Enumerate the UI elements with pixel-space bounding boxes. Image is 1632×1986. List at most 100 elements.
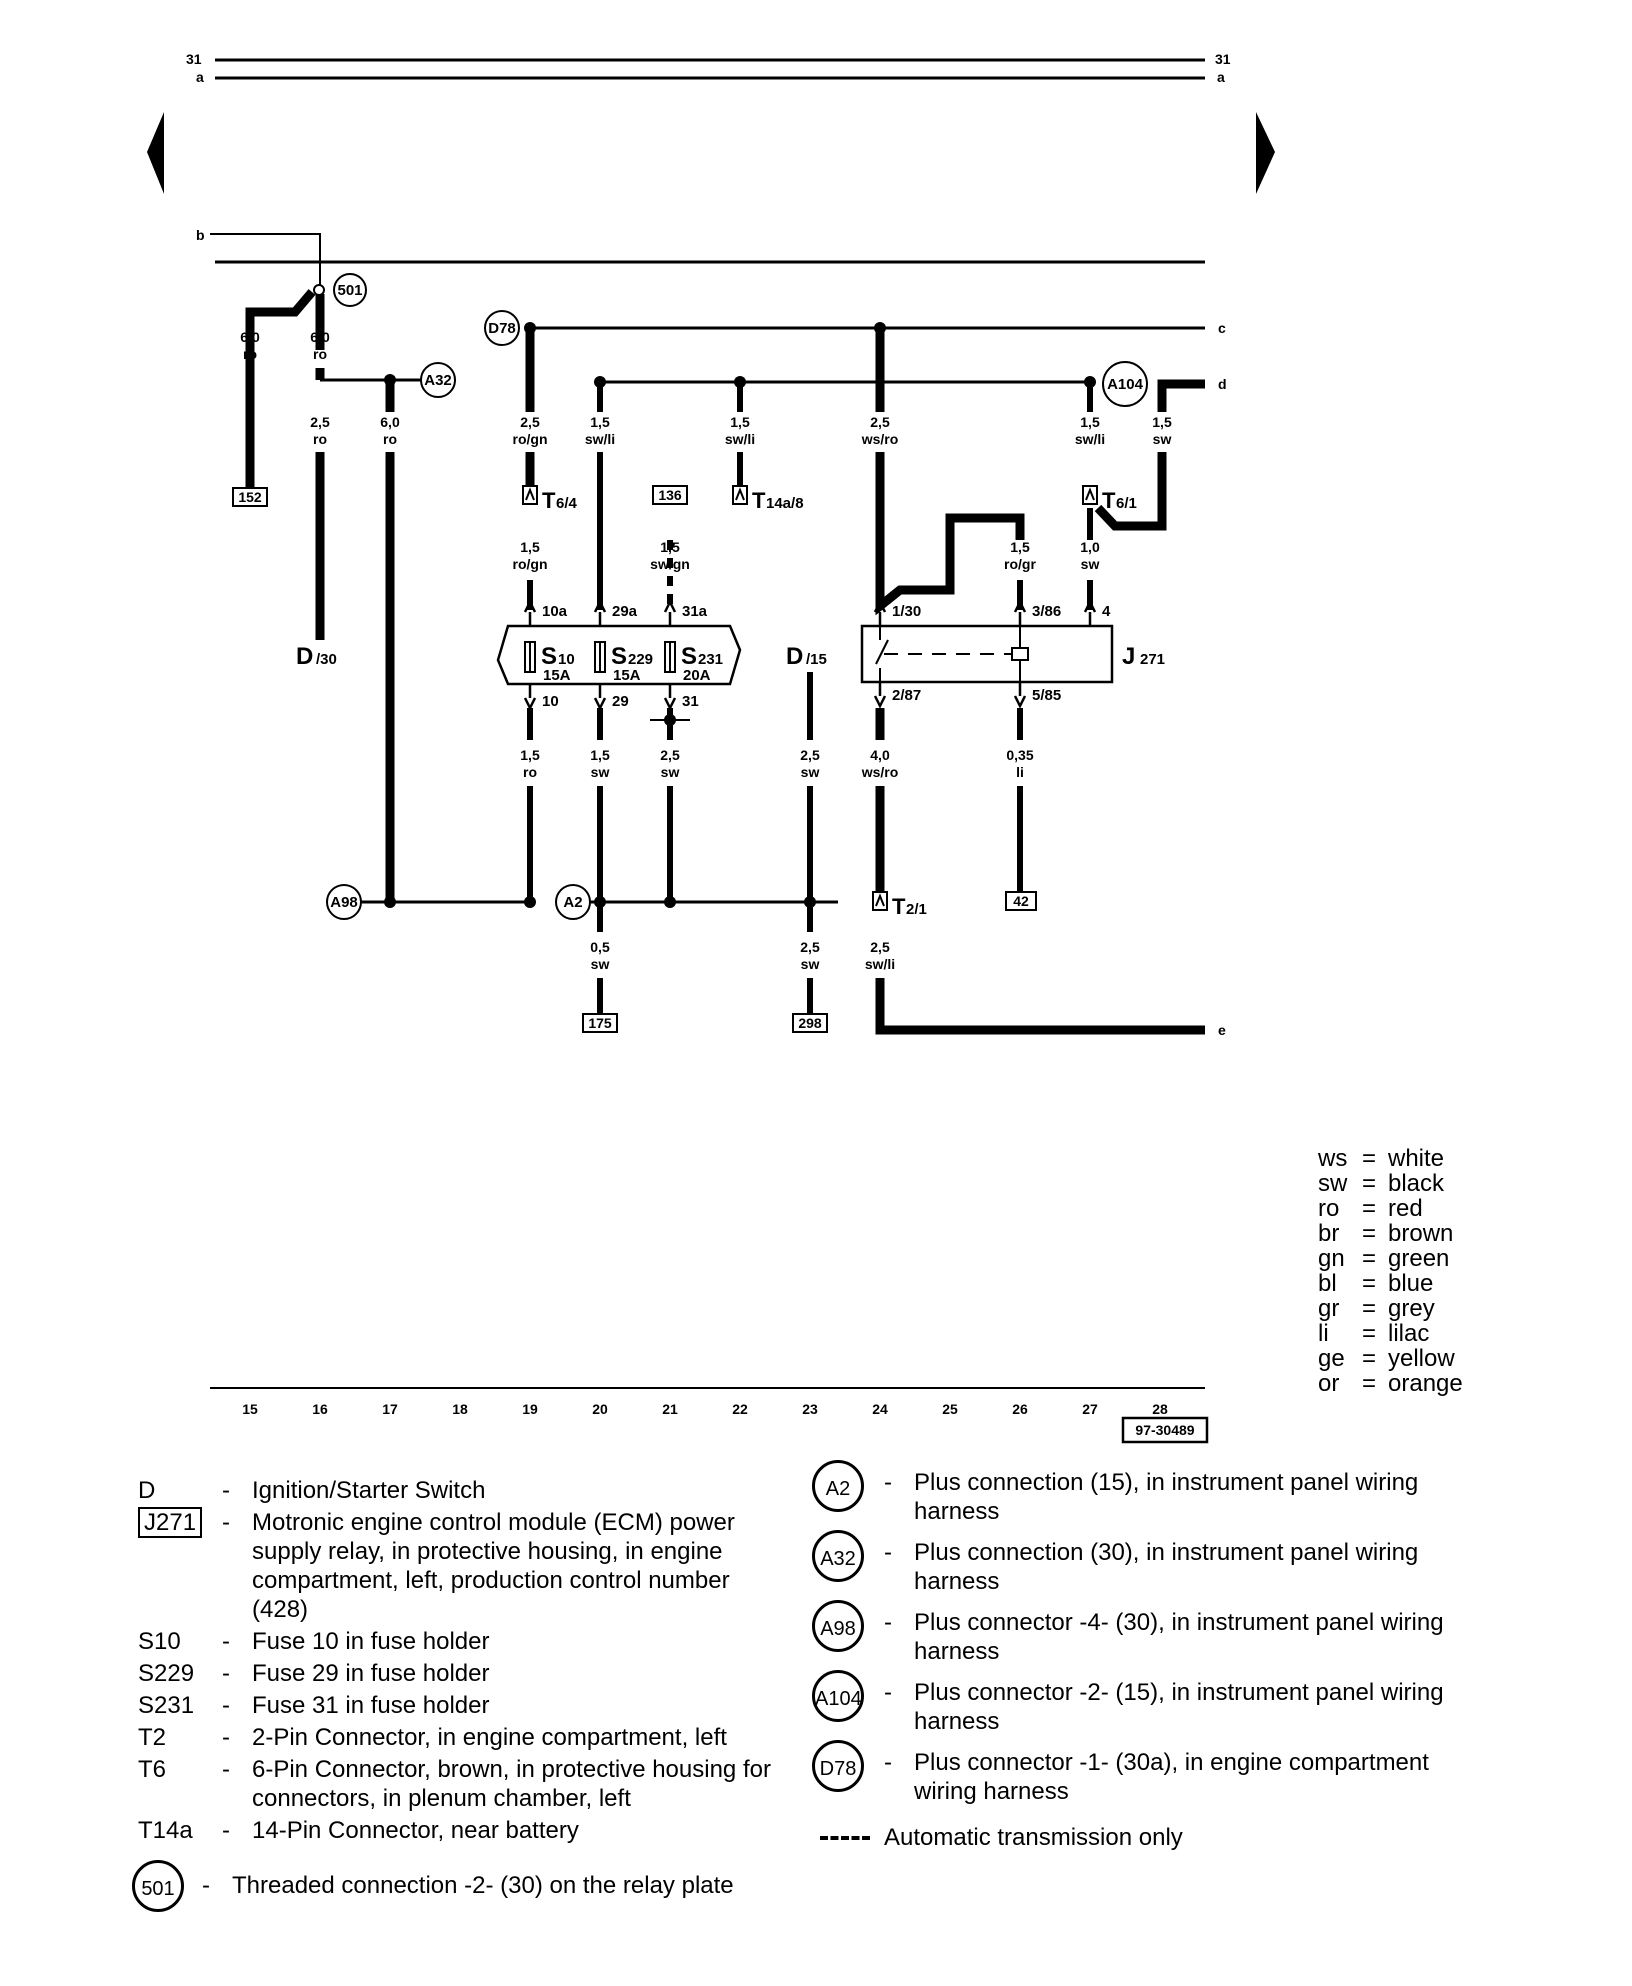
key-desc: Motronic engine control module (ECM) pow… xyxy=(252,1509,735,1623)
rail-d: d xyxy=(1157,376,1227,412)
legend-name: orange xyxy=(1388,1370,1463,1397)
wire-7-color: sw/li xyxy=(725,431,755,447)
legend-code: or xyxy=(1318,1370,1340,1397)
wire-19-size: 4,0 xyxy=(870,747,890,763)
key-code-text: S10 xyxy=(138,1628,181,1655)
key-dash: - xyxy=(222,1724,230,1751)
legend-eq: = xyxy=(1362,1320,1377,1347)
rail-c: c D78 xyxy=(484,310,1226,346)
track-number: 20 xyxy=(592,1401,608,1417)
rail-switched: A104 xyxy=(594,361,1148,407)
ref-box-152[interactable]: 152 xyxy=(232,487,268,507)
wire-1-size: 6,0 xyxy=(240,329,260,345)
key-code-text: J271 xyxy=(138,1507,203,1538)
key-right-circle: A32 xyxy=(812,1530,864,1582)
key-code: D xyxy=(138,1476,222,1505)
d15-letter: D xyxy=(786,643,803,670)
fuse-s229[interactable]: S 229 15A xyxy=(594,641,653,684)
s229-letter: S xyxy=(611,643,627,670)
legend-name: white xyxy=(1388,1145,1445,1172)
key-right-desc: Plus connection (30), in instrument pane… xyxy=(914,1539,1419,1595)
track-number: 22 xyxy=(732,1401,748,1417)
track-number: 24 xyxy=(872,1401,888,1417)
wire-17-size: 2,5 xyxy=(660,747,680,763)
auto-trans-text: Automatic transmission only xyxy=(884,1824,1183,1851)
connection-a104-circle xyxy=(1102,361,1148,407)
connector-t2-1[interactable]: T 2/1 xyxy=(872,891,927,919)
key-right-desc: Plus connection (15), in instrument pane… xyxy=(914,1469,1419,1525)
ignition-switch-d15: D /15 xyxy=(786,643,827,670)
legend-row: ro=red xyxy=(1318,1196,1463,1221)
key-501-circle: 501 xyxy=(132,1860,184,1912)
next-page-arrow-icon[interactable] xyxy=(1256,112,1275,194)
legend-row: bl=blue xyxy=(1318,1271,1463,1296)
wire-6-size: 1,5 xyxy=(590,414,610,430)
legend-name: yellow xyxy=(1388,1345,1455,1372)
wire-16-size: 1,5 xyxy=(590,747,610,763)
ref-box-298[interactable]: 298 xyxy=(792,1013,828,1033)
ref-152-label: 152 xyxy=(238,489,262,505)
key-right-item: D78-Plus connector -1- (30a), in engine … xyxy=(812,1740,1472,1806)
track-number: 19 xyxy=(522,1401,538,1417)
key-desc: Fuse 31 in fuse holder xyxy=(252,1692,490,1719)
connection-a32-circle xyxy=(420,362,456,398)
legend-name: black xyxy=(1388,1170,1445,1197)
previous-page-arrow-icon[interactable] xyxy=(147,112,164,194)
wire-16-color: sw xyxy=(591,764,610,780)
connector-t6-4[interactable]: T 6/4 xyxy=(522,485,578,513)
legend-eq: = xyxy=(1362,1170,1377,1197)
key-desc: Fuse 29 in fuse holder xyxy=(252,1660,490,1687)
wire-4-size: 6,0 xyxy=(380,414,400,430)
d30-letter: D xyxy=(296,643,313,670)
connection-501-label: 501 xyxy=(337,282,362,299)
wire-13-color: ro/gr xyxy=(1004,556,1036,572)
legend-eq: = xyxy=(1362,1245,1377,1272)
pin-5-85: 5/85 xyxy=(1032,687,1061,704)
ref-box-136[interactable]: 136 xyxy=(652,485,688,505)
track-number: 15 xyxy=(242,1401,258,1417)
ref-box-42[interactable]: 42 xyxy=(1005,891,1037,911)
connection-a2-label: A2 xyxy=(563,894,582,911)
fuse-holder: S 10 15A S 229 15A S 231 20A 10a 29a 31a… xyxy=(496,599,742,711)
s10-letter: S xyxy=(541,643,557,670)
wiring-diagram: 31 31 a a b 501 6,0 ro 6,0 ro 2,5 ro 6,0… xyxy=(147,51,1275,1444)
t14a-8-letter: T xyxy=(752,488,766,513)
wire-5-size: 2,5 xyxy=(520,414,540,430)
connection-a104-label: A104 xyxy=(1107,376,1144,393)
legend-code: gr xyxy=(1318,1295,1340,1322)
connector-t14a-8[interactable]: T 14a/8 xyxy=(732,485,804,513)
doc-number: 97-30489 xyxy=(1135,1422,1194,1438)
legend-eq: = xyxy=(1362,1220,1377,1247)
s231-letter: S xyxy=(681,643,697,670)
fuse-s10[interactable]: S 10 15A xyxy=(524,641,575,684)
key-desc: Ignition/Starter Switch xyxy=(252,1477,486,1504)
key-dash: - xyxy=(222,1692,230,1719)
key-code: T6 xyxy=(138,1755,222,1813)
legend-row: li=lilac xyxy=(1318,1321,1463,1346)
wire-11-size: 1,5 xyxy=(520,539,540,555)
wire-10-size: 1,5 xyxy=(1152,414,1172,430)
fuse-s231[interactable]: S 231 20A xyxy=(664,641,723,684)
rail-d-label: d xyxy=(1218,376,1227,392)
wire-21-size: 0,5 xyxy=(590,939,610,955)
relay-j271[interactable]: J 271 1/30 3/86 4 2/87 5/85 xyxy=(860,599,1165,709)
track-number: 18 xyxy=(452,1401,468,1417)
wire-9-color: sw/li xyxy=(1075,431,1105,447)
key-dash: - xyxy=(222,1817,230,1844)
key-right-circle: A2 xyxy=(812,1460,864,1512)
wire-20-color: li xyxy=(1016,764,1024,780)
s229-sub: 229 xyxy=(628,651,653,668)
connection-501-circle xyxy=(333,273,367,307)
rail-31: 31 31 xyxy=(186,51,1231,67)
legend-code: ro xyxy=(1318,1195,1340,1222)
legend-name: lilac xyxy=(1388,1320,1430,1347)
track-number: 28 xyxy=(1152,1401,1168,1417)
connector-t6-1[interactable]: T 6/1 xyxy=(1082,485,1137,513)
track-number: 23 xyxy=(802,1401,818,1417)
ref-box-175[interactable]: 175 xyxy=(582,1013,618,1033)
t14a-8-sub: 14a/8 xyxy=(766,495,804,512)
key-desc: Fuse 10 in fuse holder xyxy=(252,1628,490,1655)
rail-b: b xyxy=(196,227,1205,288)
